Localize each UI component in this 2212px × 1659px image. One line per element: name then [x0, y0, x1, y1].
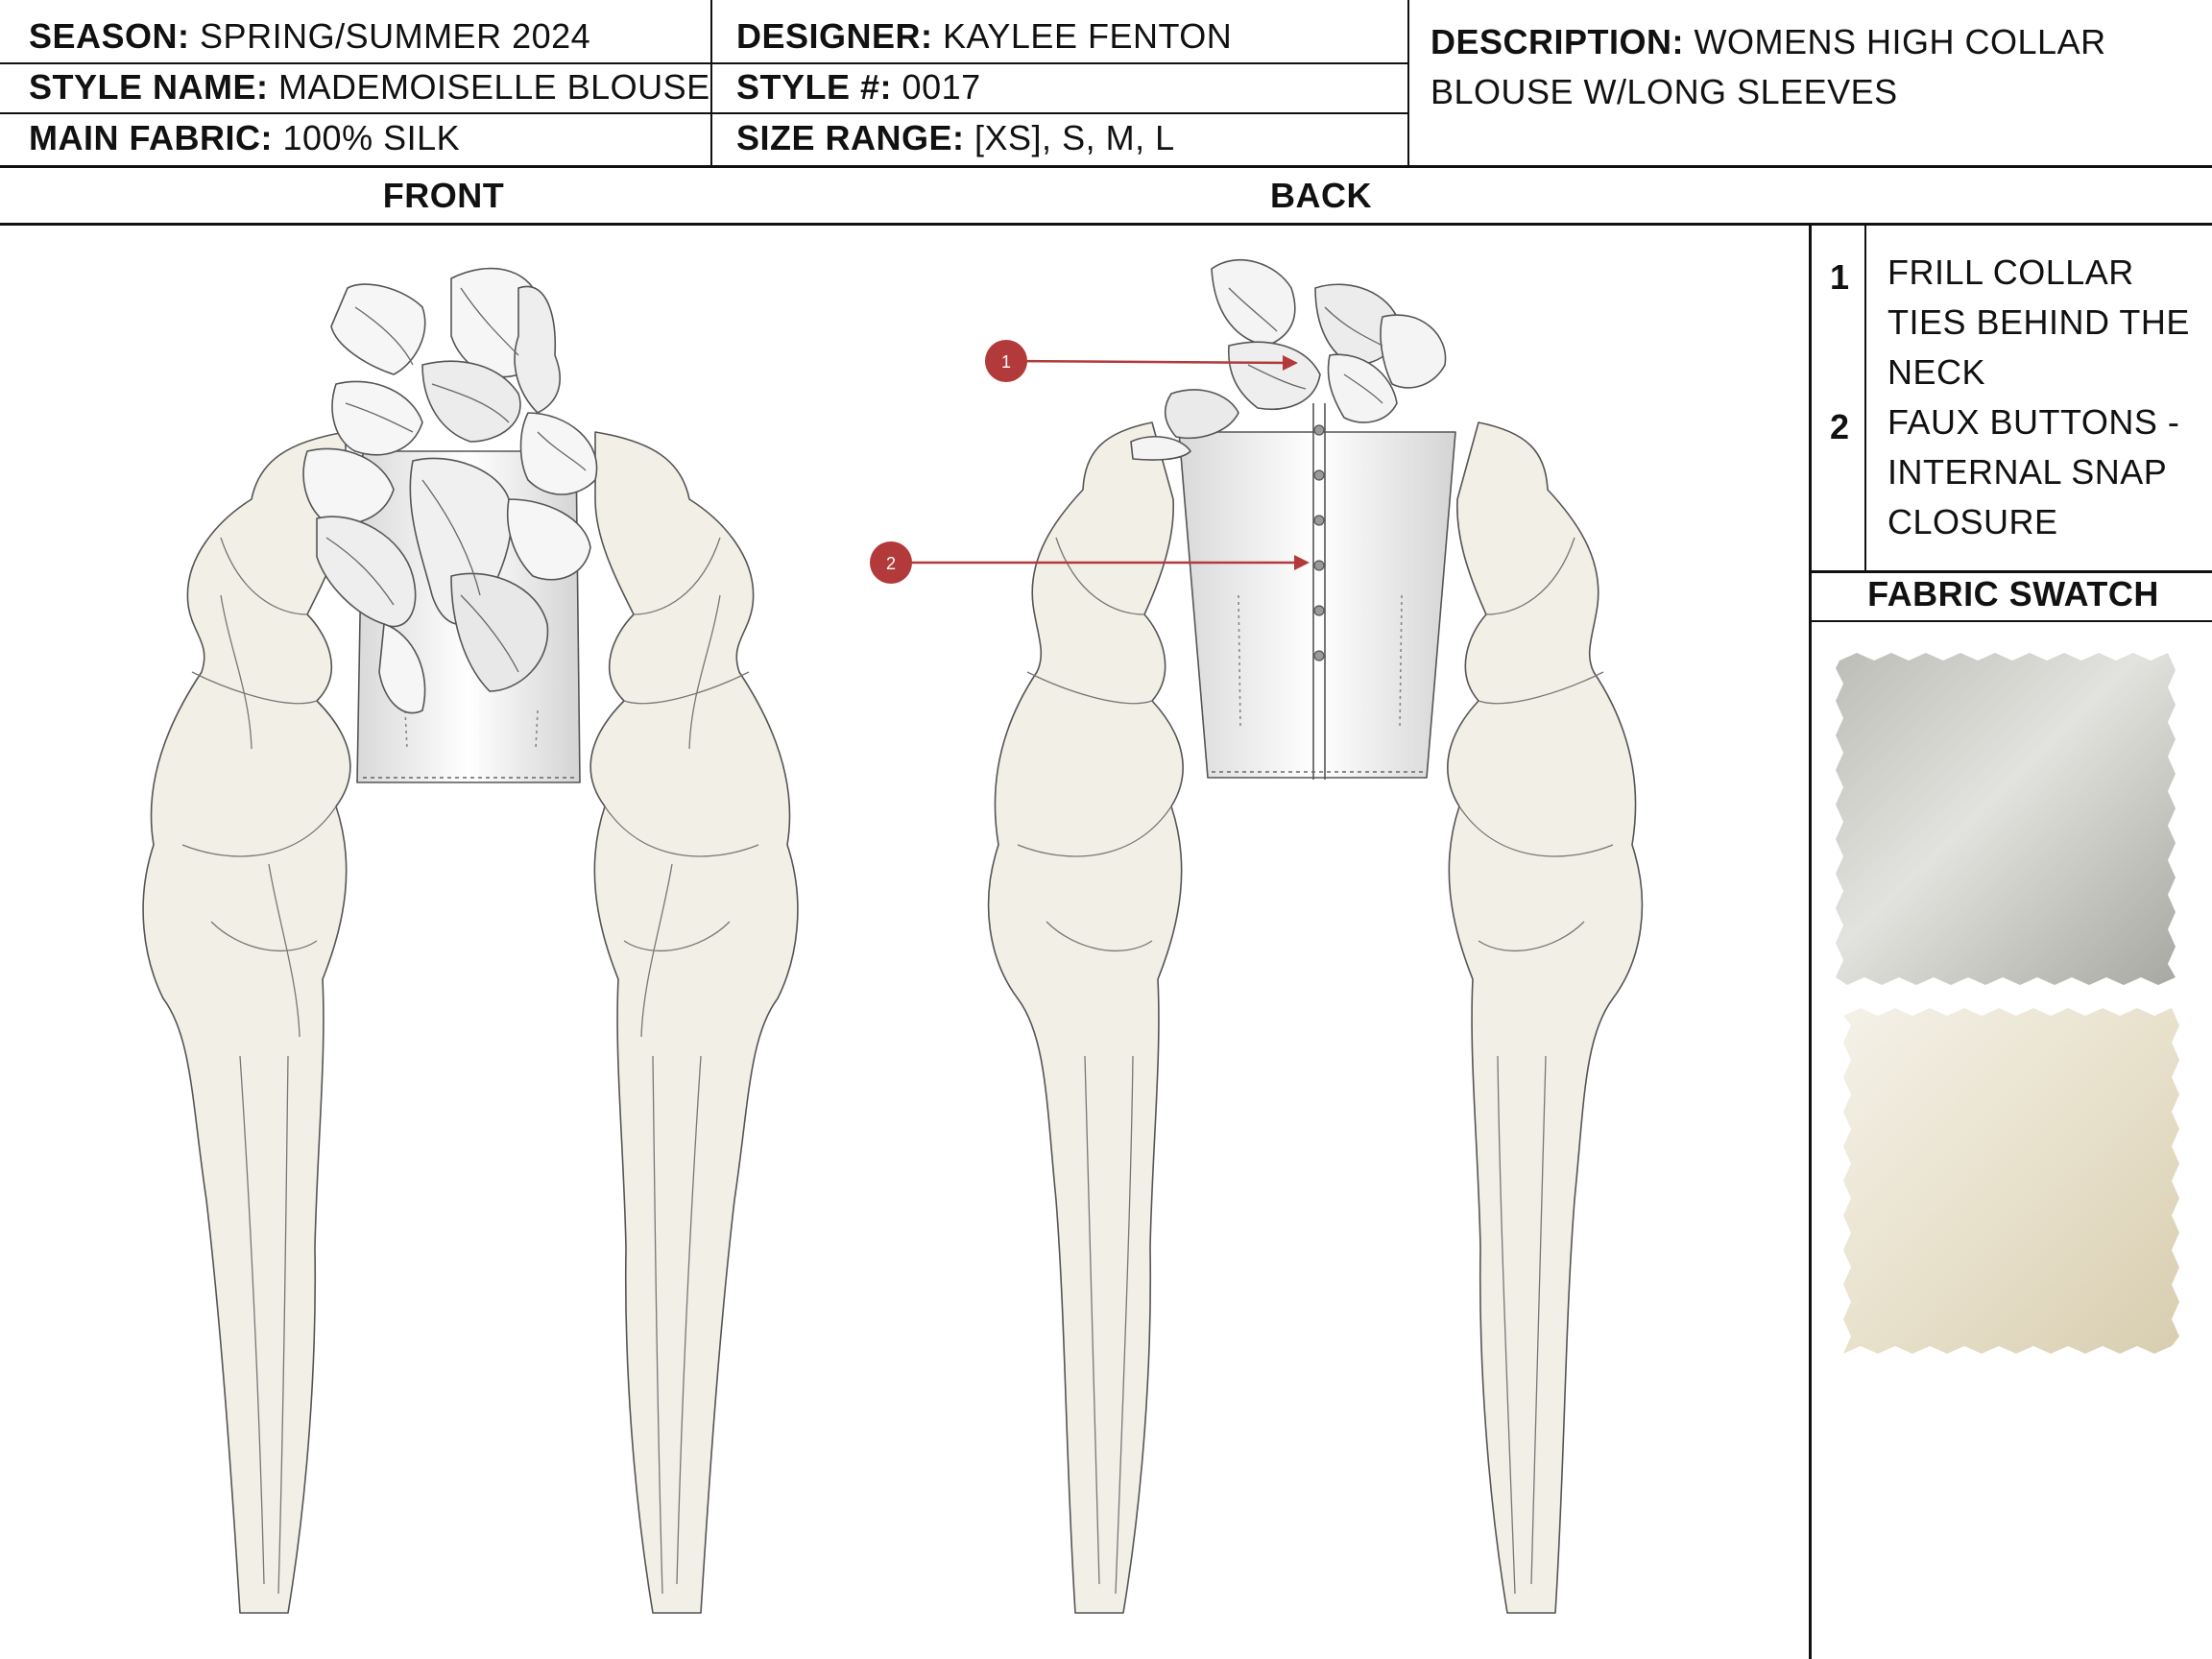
fabric-swatch-grey	[1836, 653, 2176, 985]
header-rule-4	[0, 223, 2212, 226]
designer-label: DESIGNER:	[736, 16, 933, 56]
front-ruffle-collar	[302, 267, 598, 714]
main-fabric-value: 100% SILK	[282, 118, 461, 157]
size-range-label: SIZE RANGE:	[736, 118, 965, 157]
designer-field: DESIGNER: KAYLEE FENTON	[736, 19, 1232, 54]
back-frill-collar	[1130, 259, 1447, 461]
header-rule-2	[0, 112, 1409, 114]
faux-buttons	[1313, 424, 1325, 661]
style-number-label: STYLE #:	[736, 67, 893, 107]
front-left-sleeve	[142, 431, 351, 1614]
season-field: SEASON: SPRING/SUMMER 2024	[29, 19, 590, 54]
description-label: DESCRIPTION:	[1431, 22, 1685, 61]
size-range-field: SIZE RANGE: [XS], S, M, L	[736, 121, 1175, 156]
size-range-value: [XS], S, M, L	[974, 118, 1175, 157]
notes-number-column-rule	[1864, 225, 1866, 570]
back-left-sleeve	[987, 421, 1184, 1614]
style-number-value: 0017	[902, 67, 981, 107]
header-rule-3	[0, 165, 2212, 168]
callout-arrow-1: 1	[985, 340, 1298, 382]
back-garment	[987, 259, 1644, 1614]
note-number-2: 2	[1830, 407, 1850, 446]
main-fabric-label: MAIN FABRIC:	[29, 118, 273, 157]
notes-panel-border	[1809, 225, 1812, 1659]
callout-arrow-2: 2	[870, 541, 1310, 584]
header-col-2	[1407, 0, 1409, 165]
callout-marker-1	[985, 340, 1027, 382]
callout-marker-2	[870, 541, 912, 584]
main-fabric-field: MAIN FABRIC: 100% SILK	[29, 121, 460, 156]
note-text-2: FAUX BUTTONS - INTERNAL SNAP CLOSURE	[1887, 402, 2180, 541]
fabric-swatch-title: FABRIC SWATCH	[1867, 574, 2159, 613]
swatch-top-rule	[1809, 570, 2212, 573]
note-text-1: FRILL COLLAR TIES BEHIND THE NECK	[1887, 252, 2190, 392]
season-label: SEASON:	[29, 16, 190, 56]
front-right-sleeve	[589, 431, 799, 1614]
back-bodice	[1178, 431, 1456, 779]
callout-marker-2-label: 2	[886, 554, 896, 573]
front-garment	[142, 267, 799, 1614]
description-field: DESCRIPTION: WOMENS HIGH COLLAR BLOUSE W…	[1431, 17, 2160, 117]
header-col-1	[710, 0, 712, 165]
fabric-swatch-cream	[1843, 1008, 2179, 1354]
swatch-title-rule	[1809, 620, 2212, 622]
note-number-1: 1	[1830, 257, 1850, 297]
season-value: SPRING/SUMMER 2024	[200, 16, 591, 56]
style-name-label: STYLE NAME:	[29, 67, 269, 107]
description-value: WOMENS HIGH COLLAR BLOUSE W/LONG SLEEVES	[1431, 22, 2106, 111]
style-name-value: MADEMOISELLE BLOUSE	[278, 67, 710, 107]
callout-marker-1-label: 1	[1001, 352, 1011, 372]
style-name-field: STYLE NAME: MADEMOISELLE BLOUSE	[29, 70, 710, 105]
front-view-title: FRONT	[382, 176, 505, 215]
style-number-field: STYLE #: 0017	[736, 70, 981, 105]
header-rule-1	[0, 62, 1409, 64]
back-right-sleeve	[1447, 421, 1644, 1614]
designer-value: KAYLEE FENTON	[943, 16, 1233, 56]
back-view-title: BACK	[1270, 176, 1372, 215]
